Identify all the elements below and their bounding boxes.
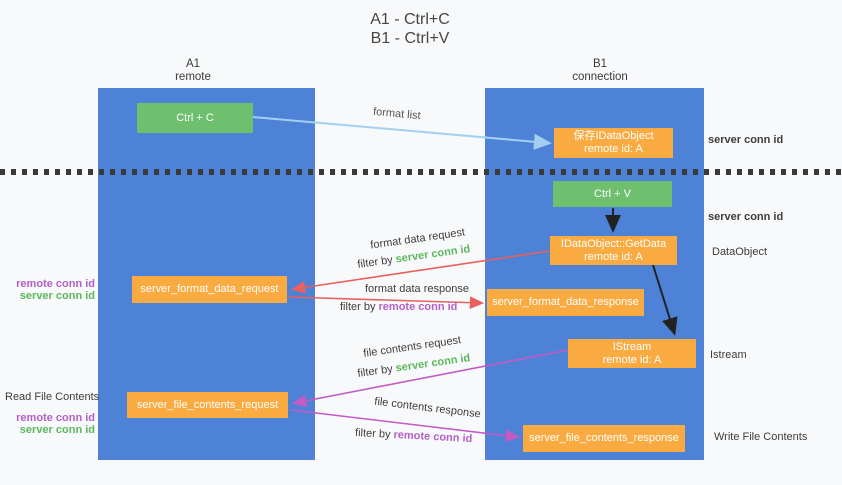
istream-line1: IStream	[612, 340, 652, 353]
session-divider-dotted-line	[0, 169, 842, 175]
server-file-contents-response-label: server_file_contents_response	[529, 432, 679, 444]
remote-conn-id-label: remote conn id	[16, 278, 95, 290]
filter-by-text: filter by	[340, 301, 376, 313]
server-conn-id-label: server conn id	[19, 424, 95, 436]
read-file-contents-label: Read File Contents	[5, 391, 100, 403]
ctrl-v-box: Ctrl + V	[553, 181, 672, 207]
right-column-role: connection	[572, 71, 628, 83]
server-conn-id-top-label: server conn id	[708, 134, 784, 146]
right-column-header: B1 connection	[505, 58, 695, 84]
format-list-label: format list	[372, 105, 422, 123]
write-file-contents-label: Write File Contents	[714, 431, 808, 443]
file-contents-response-label: file contents response	[373, 395, 482, 421]
left-column-header: A1 remote	[98, 58, 288, 84]
getdata-line2: remote id: A	[584, 250, 643, 263]
left-column-name: A1	[185, 58, 201, 70]
filter-by-text: filter by	[356, 254, 394, 271]
remote-conn-id-label: remote conn id	[16, 412, 95, 424]
getdata-line1: IDataObject::GetData	[560, 237, 667, 250]
filter-by-text: filter by	[354, 426, 391, 441]
istream-line2: remote id: A	[602, 353, 662, 366]
ctrl-v-label: Ctrl + V	[594, 187, 631, 200]
remote-conn-id-text: remote conn id	[378, 301, 458, 313]
server-format-data-response-label: server_format_data_response	[492, 296, 639, 308]
server-format-data-request-box: server_format_data_request	[132, 276, 287, 303]
server-file-contents-request-box: server_file_contents_request	[127, 392, 288, 418]
left-conn-id-pair-format: remote conn id server conn id	[9, 278, 95, 302]
getdata-box: IDataObject::GetData remote id: A	[550, 236, 677, 265]
save-idataobject-box: 保存IDataObject remote id: A	[554, 128, 673, 158]
format-data-response-label: format data response	[365, 283, 469, 295]
ctrl-c-label: Ctrl + C	[176, 111, 214, 124]
istream-side-label: Istream	[710, 349, 747, 361]
server-format-data-request-label: server_format_data_request	[140, 283, 279, 295]
left-column-role: remote	[175, 71, 211, 83]
server-conn-id-mid-label: server conn id	[708, 211, 784, 223]
remote-conn-id-text: remote conn id	[393, 428, 473, 446]
left-conn-id-pair-file: remote conn id server conn id	[9, 412, 95, 436]
title-line-2: B1 - Ctrl+V	[370, 30, 450, 47]
server-conn-id-label: server conn id	[19, 290, 95, 302]
title-line-1: A1 - Ctrl+C	[370, 11, 450, 28]
format-response-filter-label: filter by remote conn id	[340, 301, 457, 313]
diagram-title: A1 - Ctrl+C B1 - Ctrl+V	[310, 10, 510, 48]
ctrl-c-box: Ctrl + C	[137, 103, 253, 133]
istream-box: IStream remote id: A	[568, 339, 696, 368]
server-file-contents-response-box: server_file_contents_response	[523, 425, 685, 452]
server-file-contents-request-label: server_file_contents_request	[136, 398, 279, 411]
filter-by-text: filter by	[356, 363, 394, 380]
server-conn-id-text: server conn id	[394, 352, 472, 375]
save-idataobject-line2: remote id: A	[584, 143, 643, 155]
dataobject-label: DataObject	[712, 246, 768, 258]
save-idataobject-line1: 保存IDataObject	[573, 130, 654, 142]
file-response-filter-label: filter by remote conn id	[355, 427, 473, 445]
server-format-data-response-box: server_format_data_response	[487, 289, 644, 316]
right-column-name: B1	[592, 58, 608, 70]
